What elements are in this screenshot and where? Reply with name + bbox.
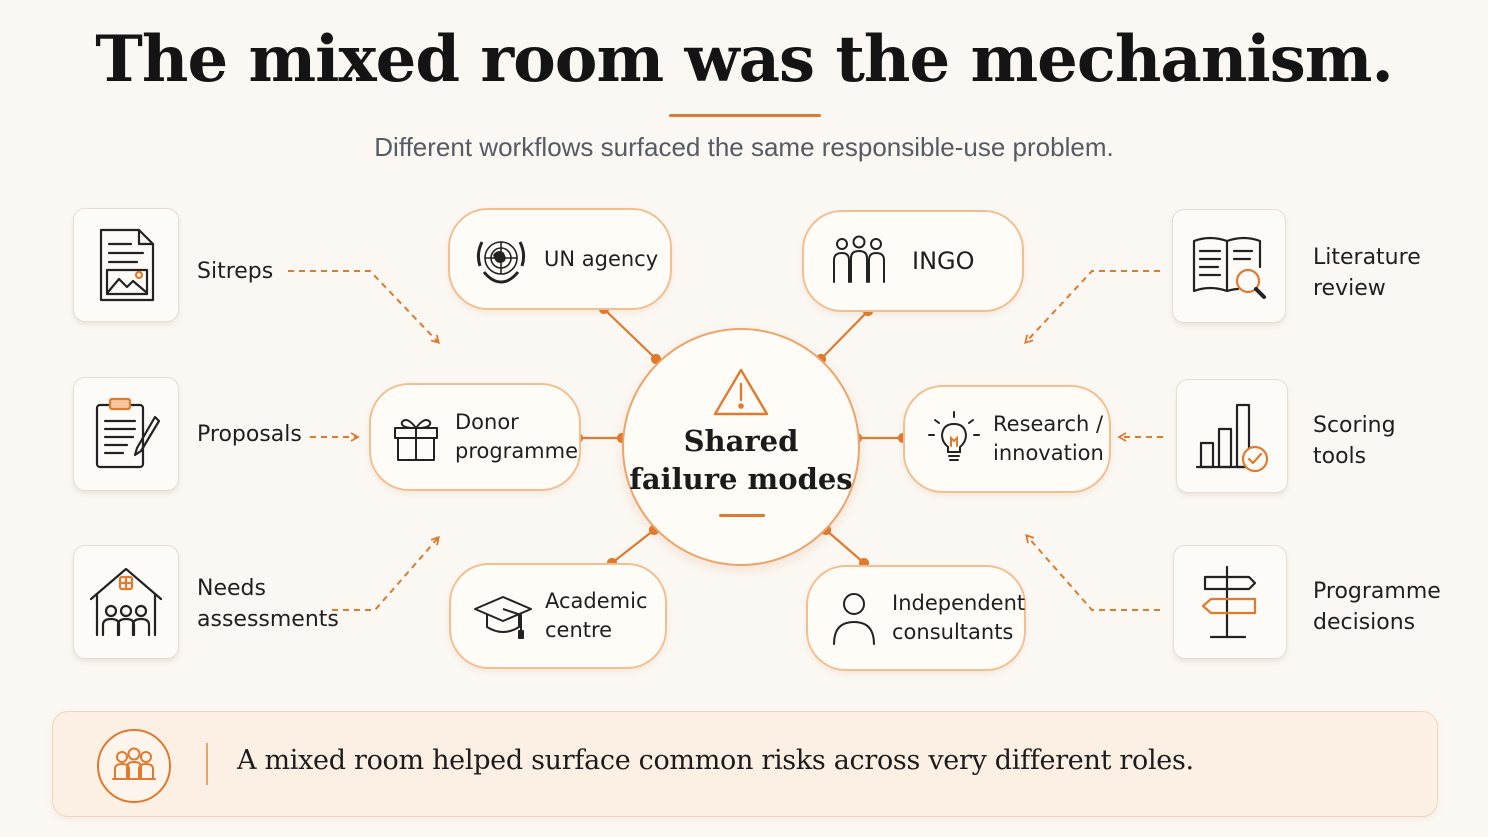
graduation-cap-icon <box>474 596 532 639</box>
page-title: The mixed room was the mechanism. <box>95 22 1393 97</box>
scoring-tools-card <box>1176 379 1288 493</box>
gift-icon <box>394 419 438 461</box>
un-agency-label: UN agency <box>544 246 659 271</box>
academic-label-line1: Academic <box>545 589 648 613</box>
group-circle-icon <box>97 729 171 803</box>
programme-decisions-card <box>1173 545 1287 659</box>
literature-review-card <box>1172 209 1286 323</box>
scoring-label-line2: tools <box>1313 444 1367 469</box>
needs-assessments-label-line1: Needs <box>197 576 266 601</box>
clipboard-pen-icon <box>95 397 161 469</box>
center-title-line2: failure modes <box>629 462 853 496</box>
arrow-needs <box>332 535 440 611</box>
consultants-label-line2: consultants <box>892 620 1014 644</box>
un-emblem-icon <box>476 241 526 284</box>
role-ingo: INGO <box>802 210 1024 312</box>
proposals-label: Proposals <box>197 422 302 447</box>
role-independent-consultants: Independent consultants <box>806 565 1026 671</box>
research-label-line1: Research / <box>993 412 1104 436</box>
title-underline <box>669 114 821 117</box>
role-un-agency: UN agency <box>448 208 672 310</box>
programme-label-line2: decisions <box>1313 610 1416 635</box>
page-subtitle: Different workflows surfaced the same re… <box>374 132 1114 162</box>
shared-failure-modes-hub: Shared failure modes <box>622 328 860 566</box>
scoring-label-line1: Scoring <box>1313 413 1396 438</box>
banner-divider <box>206 743 208 785</box>
arrow-literature <box>1024 270 1160 345</box>
programme-label-line1: Programme <box>1313 579 1441 604</box>
consultants-label-line1: Independent <box>892 591 1026 615</box>
signpost-icon <box>1201 565 1257 639</box>
role-donor-programme: Donor programme <box>369 383 581 491</box>
role-research-innovation: Research / innovation <box>903 385 1111 493</box>
literature-label-line1: Literature <box>1313 245 1421 270</box>
needs-assessments-label-line2: assessments <box>197 607 339 632</box>
research-label-line2: innovation <box>993 441 1104 465</box>
lightbulb-icon <box>928 411 980 461</box>
center-underline <box>719 514 765 517</box>
arrow-programme <box>1025 533 1160 611</box>
ingo-label: INGO <box>912 246 975 275</box>
banner-text: A mixed room helped surface common risks… <box>237 745 1194 776</box>
book-magnifier-icon <box>1192 236 1266 299</box>
arrow-sitreps <box>288 270 440 345</box>
needs-assessments-card <box>73 545 179 659</box>
takeaway-banner: A mixed room helped surface common risks… <box>52 711 1438 817</box>
role-academic-centre: Academic centre <box>449 563 667 669</box>
person-icon <box>833 593 875 645</box>
bar-chart-check-icon <box>1195 403 1269 473</box>
warning-icon <box>713 368 769 416</box>
academic-label-line2: centre <box>545 618 613 642</box>
community-house-icon <box>89 567 163 637</box>
report-document-icon <box>99 228 155 302</box>
sitreps-card <box>73 208 179 322</box>
sitreps-label: Sitreps <box>197 259 274 284</box>
center-title-line1: Shared <box>683 424 799 458</box>
people-group-icon <box>833 235 885 283</box>
donor-label-line1: Donor <box>455 410 519 434</box>
donor-label-line2: programme <box>455 439 579 463</box>
literature-label-line2: review <box>1313 276 1386 301</box>
proposals-card <box>73 377 179 491</box>
